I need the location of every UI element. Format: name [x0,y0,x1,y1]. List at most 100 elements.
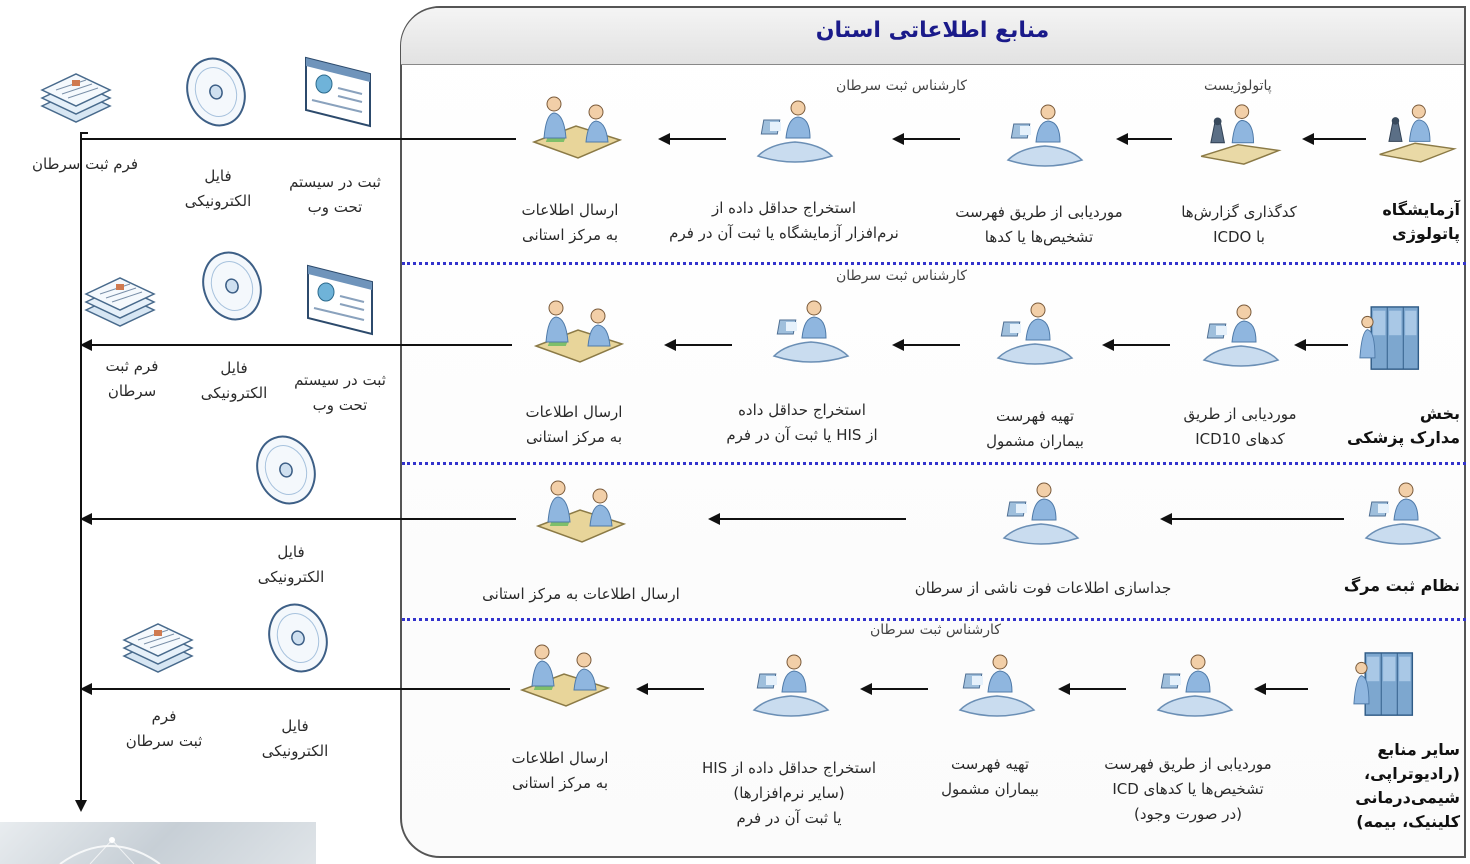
arrow-head [1294,339,1306,351]
out-form: فرم ثبت سرطان [31,155,139,173]
meeting-icon [530,476,630,551]
disc-icon [192,244,272,324]
output-line [92,344,512,346]
cabinet-icon [1352,646,1418,724]
output-line [80,138,516,140]
arrow-head [664,339,676,351]
person-computer-icon [990,298,1080,368]
role-registrar: کارشناس ثبت سرطان [870,622,1001,638]
disc-icon [246,428,326,508]
flow-arrow [644,688,704,690]
arrow-head [80,513,92,525]
arrow-head [1102,339,1114,351]
arrow-head [1254,683,1266,695]
arrow-head [892,339,904,351]
registrar-icon [746,650,836,720]
person-computer-icon [1358,478,1448,548]
panel-header [401,8,1464,65]
forms-icon [36,62,116,132]
corner-decorative-image [0,822,316,864]
meeting-icon [526,92,626,167]
flow-arrow [900,344,960,346]
flow-arrow [1110,344,1170,346]
flow-arrow [1262,688,1308,690]
arrow-head [1116,133,1128,145]
disc-icon [176,50,256,130]
arrow-head [80,339,92,351]
step-separate: جداسازی اطلاعات فوت ناشی از سرطان [914,579,1172,597]
role-pathologist: پاتولوژیست [1204,78,1272,94]
meeting-icon [514,640,614,715]
disc-icon [258,596,338,676]
arrow-head [1302,133,1314,145]
flow-arrow [716,518,906,520]
role-registrar: کارشناس ثبت سرطان [836,78,967,94]
records-cabinet-icon [1358,300,1424,378]
role-registrar: کارشناس ثبت سرطان [836,268,967,284]
arrow-head [860,683,872,695]
arrow-head [892,133,904,145]
pathologist-icon [1194,100,1284,168]
down-arrow-head [75,800,87,812]
row-divider [402,618,1466,621]
web-system-icon [300,258,380,338]
lab-icon [1374,100,1458,166]
output-line [92,688,510,690]
arrow-head [708,513,720,525]
collector-top [80,132,88,134]
arrow-head [80,683,92,695]
output-line [92,518,516,520]
flow-arrow [1302,344,1348,346]
step-send: ارسال اطلاعات به مرکز استانی [482,585,680,603]
flow-arrow [1066,688,1126,690]
registrar-icon [766,296,856,366]
flow-arrow [1310,138,1366,140]
arrow-head [636,683,648,695]
person-computer-icon [1000,100,1090,170]
web-system-icon [298,50,378,130]
person-computer-icon [996,478,1086,548]
person-computer-icon [952,650,1042,720]
meeting-icon [528,296,628,371]
flow-arrow [666,138,726,140]
flow-arrow [868,688,928,690]
flow-arrow [672,344,732,346]
registrar-icon [750,96,840,166]
panel-title: منابع اطلاعاتی استان [815,18,1050,43]
row-divider [402,262,1466,265]
person-computer-icon [1196,300,1286,370]
forms-icon [80,266,160,336]
row-divider [402,462,1466,465]
arrow-head [1058,683,1070,695]
forms-icon [118,612,198,682]
flow-arrow [1124,138,1172,140]
arrow-head [658,133,670,145]
flow-arrow [1168,518,1344,520]
arrow-head [1160,513,1172,525]
collector-line [80,132,82,800]
row3-source: نظام ثبت مرگ [1343,576,1460,595]
flow-arrow [900,138,960,140]
step-extract-his: استخراج حداقل داده از HIS(سایر نرم‌افزار… [701,759,877,827]
